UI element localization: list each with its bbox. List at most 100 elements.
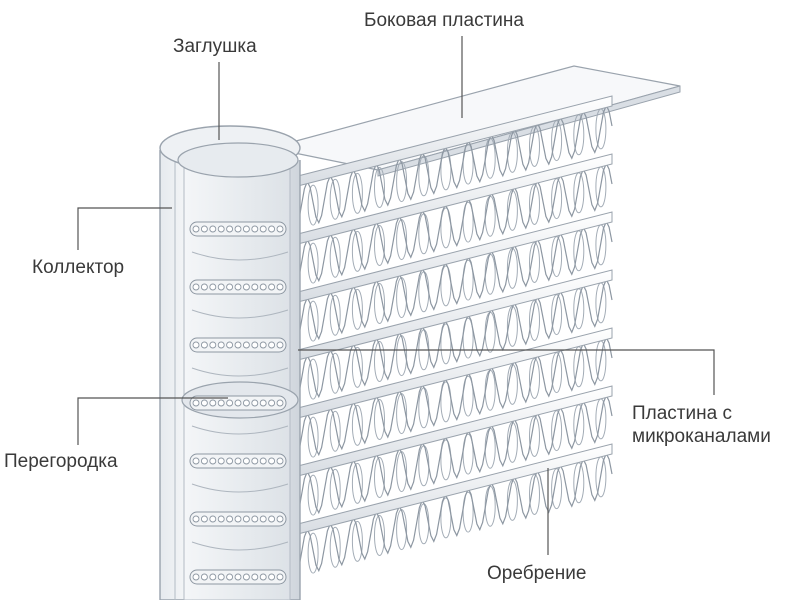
channel-hole (259, 225, 267, 233)
channel-hole (242, 457, 250, 465)
channel-hole (192, 225, 200, 233)
fin-loop (329, 178, 341, 220)
tube-end (189, 395, 289, 435)
channel-hole (251, 341, 259, 349)
channel-hole (226, 573, 234, 581)
channel-hole (268, 225, 276, 233)
channel-hole (209, 457, 217, 465)
microchannel-tube-label: Пластина с микроканалами (632, 402, 771, 448)
channel-hole (209, 225, 217, 233)
channel-hole (234, 457, 242, 465)
header-label: Коллектор (32, 257, 125, 278)
tube-ends (189, 221, 289, 600)
fin-loop (374, 457, 385, 498)
tube-end (189, 453, 289, 493)
channel-hole (217, 225, 225, 233)
channel-hole (242, 573, 250, 581)
channel-hole (226, 341, 234, 349)
channel-hole (192, 341, 200, 349)
fin-loop (529, 184, 540, 225)
fin-loop (351, 230, 363, 272)
fin-loop (329, 468, 341, 510)
microchannel-tube-label-line2: микроканалами (632, 426, 771, 447)
end-cap-label: Заглушка (173, 36, 257, 57)
leader-lines (77, 36, 715, 555)
channel-hole (268, 341, 276, 349)
channel-hole (192, 573, 200, 581)
fin-loop (418, 271, 430, 313)
header-collector (159, 125, 301, 600)
fin-loop (484, 195, 496, 237)
fin-loop (440, 265, 452, 307)
end-cap-disc (177, 142, 299, 178)
fin-loop (529, 474, 540, 515)
fin-loop (529, 126, 540, 167)
leader-microchannel (298, 349, 715, 395)
fin-loop (440, 381, 452, 423)
channel-hole (259, 341, 267, 349)
tube-end (189, 569, 288, 600)
fin-loop (484, 427, 496, 469)
channel-hole (251, 515, 259, 523)
side-plate (269, 65, 681, 177)
fin-loop (374, 341, 385, 382)
leader-baffle (77, 397, 228, 445)
channel-hole (234, 399, 242, 407)
channel-hole (192, 457, 200, 465)
channel-hole (226, 283, 234, 291)
fin-loop (418, 387, 430, 429)
side-plate-label: Боковая пластина (364, 10, 524, 31)
channel-hole (259, 573, 267, 581)
fin-loop (307, 532, 319, 574)
channel-hole (276, 515, 284, 523)
fin-loop (484, 369, 496, 411)
channel-hole (209, 283, 217, 291)
channel-hole (268, 515, 276, 523)
channel-hole (242, 341, 250, 349)
channel-hole (209, 399, 217, 407)
channel-hole (200, 457, 208, 465)
fin-loop (351, 346, 363, 388)
fin-loop (440, 207, 452, 249)
channel-hole (251, 457, 259, 465)
channel-hole (276, 341, 284, 349)
fin-wave (289, 220, 613, 346)
fin-wave (289, 278, 613, 404)
fin-loop (307, 242, 319, 284)
microchannel-tube-label-line1: Пластина с (632, 403, 732, 424)
fin-loop (329, 236, 341, 278)
channel-hole (234, 283, 242, 291)
row-7 (289, 443, 613, 578)
fin-loop (351, 462, 363, 504)
fin-loop (529, 358, 540, 399)
channel-hole (217, 457, 225, 465)
channel-hole (276, 457, 284, 465)
channel-hole (217, 341, 225, 349)
channel-hole (226, 515, 234, 523)
row-5 (289, 327, 613, 462)
fin-loop (351, 288, 363, 330)
fin-loop (307, 358, 319, 400)
tube-end (189, 511, 289, 551)
channel-hole (226, 399, 234, 407)
row-6 (289, 385, 613, 520)
fin-loop (418, 503, 430, 545)
fin-loop (307, 474, 319, 516)
fins-label: Оребрение (487, 563, 587, 584)
fin-loop (484, 253, 496, 295)
channel-hole (192, 515, 200, 523)
channel-hole (192, 283, 200, 291)
fin-loop (374, 167, 385, 208)
channel-hole (209, 573, 217, 581)
channel-hole (209, 341, 217, 349)
fin-loop (484, 485, 496, 527)
fin-loop (440, 149, 452, 191)
fin-loop (351, 520, 363, 562)
channel-hole (251, 225, 259, 233)
fin-loop (374, 283, 385, 324)
fin-wave (289, 336, 613, 462)
channel-hole (276, 399, 284, 407)
channel-hole (217, 283, 225, 291)
